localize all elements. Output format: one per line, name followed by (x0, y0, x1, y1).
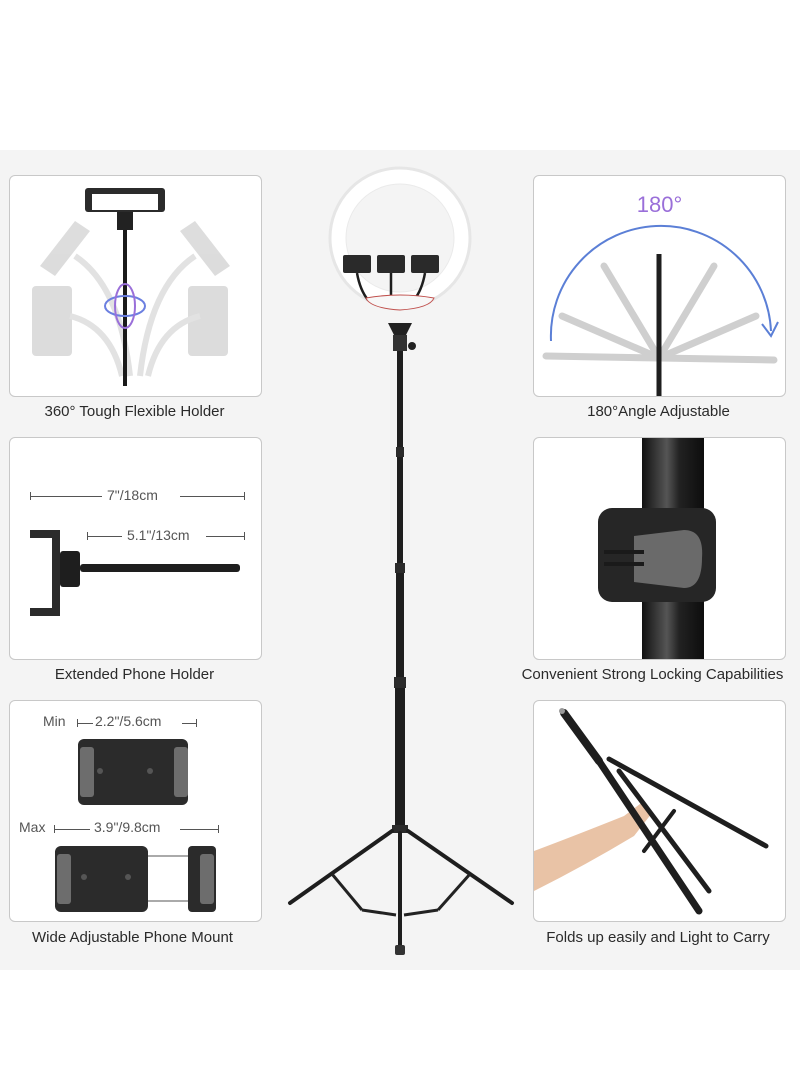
feature-caption: 360° Tough Flexible Holder (44, 403, 225, 420)
max-width-label: 3.9"/9.8cm (94, 819, 161, 835)
dimension-tick (244, 492, 245, 500)
dimension-tick (30, 492, 31, 500)
min-label: Min (43, 713, 66, 729)
total-length-label: 7"/18cm (107, 487, 158, 503)
feature-card-flexible-holder (9, 175, 262, 397)
dimension-tick (218, 825, 219, 833)
feature-card-phone-mount: Min 2.2"/5.6cm Max 3.9"/9.8cm (9, 700, 262, 922)
arm-length-label: 5.1"/13cm (127, 527, 190, 543)
dimension-line (87, 536, 122, 537)
feature-caption: 180°Angle Adjustable (587, 403, 730, 420)
min-width-label: 2.2"/5.6cm (95, 713, 162, 729)
feature-card-foldable (533, 700, 786, 922)
feature-caption: Wide Adjustable Phone Mount (32, 929, 233, 946)
dimension-line (180, 496, 244, 497)
dimension-line (30, 496, 102, 497)
dimension-tick (244, 532, 245, 540)
flexible-holder-illustration (32, 188, 230, 386)
feature-caption: Extended Phone Holder (54, 666, 215, 683)
feature-card-locking (533, 437, 786, 660)
ring-light-stand-illustration (288, 166, 514, 955)
feature-caption: Folds up easily and Light to Carry (546, 929, 770, 946)
dimension-line (77, 723, 93, 724)
dimension-line (180, 829, 218, 830)
max-label: Max (19, 819, 46, 835)
dimension-tick (196, 719, 197, 727)
extended-holder-illustration (30, 530, 240, 616)
phone-mount-min-illustration (55, 739, 216, 912)
feature-card-angle: 180° (533, 175, 786, 397)
dimension-line (54, 829, 90, 830)
locking-clamp-illustration (598, 438, 716, 659)
dimension-tick (87, 532, 88, 540)
folded-tripod-illustration (534, 708, 769, 915)
feature-caption: Convenient Strong Locking Capabilities (521, 666, 784, 683)
feature-card-extended-holder: 7"/18cm 5.1"/13cm (9, 437, 262, 660)
angle-label: 180° (636, 192, 683, 217)
angle-illustration (542, 224, 779, 396)
dimension-line (182, 723, 196, 724)
dimension-line (206, 536, 244, 537)
